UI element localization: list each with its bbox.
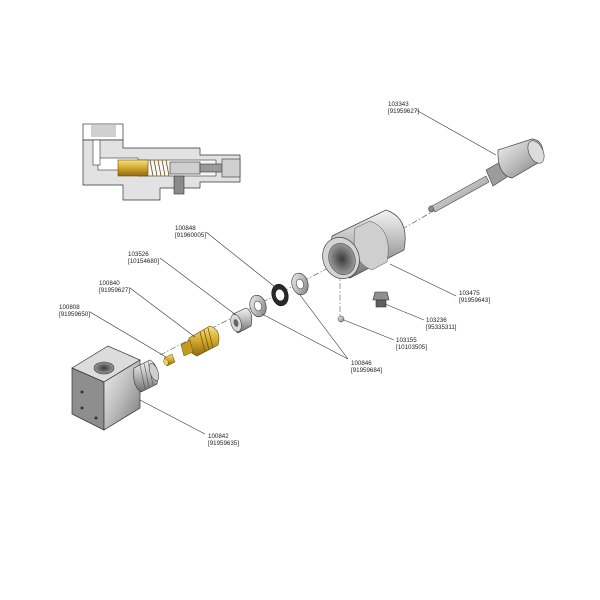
callout-reference: [10103505] [396,344,427,351]
callout-reference: [10154680] [128,258,159,265]
callout-part-number: 103155 [396,337,417,344]
callout-103236: 103236 [95335311] [426,317,457,331]
part-100846-washer-inner [249,294,267,318]
spring-coils [149,159,170,177]
callout-reference: [95335311] [426,324,457,331]
callout-part-number: 100842 [208,433,229,440]
part-100846-washer-outer [291,272,309,296]
part-103526-collar [230,307,253,334]
callout-reference: [91959627] [388,108,419,115]
callout-part-number: 103526 [128,251,149,258]
callout-100840: 100840 [91959627] [99,280,130,294]
section-hatch [91,125,116,137]
callout-part-number: 100840 [99,280,120,287]
part-103155-ball [337,315,345,323]
part-100848-oring [271,283,289,307]
callout-reference: [91959627] [99,287,130,294]
callout-part-number: 100846 [351,360,372,367]
callout-100842: 100842 [91959635] [208,433,239,447]
callout-reference: [91959643] [459,297,490,304]
part-103343-stem [428,138,545,213]
callout-reference: [91959635] [208,440,239,447]
leader-lines [89,109,497,435]
callout-part-number: 103236 [426,317,447,324]
callout-100848: 100848 [91960005] [175,225,206,239]
callout-part-number: 103475 [459,290,480,297]
callout-103475: 103475 [91959643] [459,290,490,304]
part-100842-block [71,345,160,431]
callout-reference: [91959650] [59,311,90,318]
assembly-axis [159,261,341,356]
callout-100846: 100846 [91959684] [351,360,382,374]
callout-part-number: 100808 [59,304,80,311]
callout-reference: [91960005] [175,232,206,239]
cross-section-inset [82,123,241,201]
callout-103155: 103155 [10103505] [396,337,427,351]
callout-part-number: 100848 [175,225,196,232]
part-103236-fitting [372,291,390,308]
callout-reference: [91959684] [351,367,382,374]
callout-103343: 103343 [91959627] [388,101,419,115]
callout-100808: 100808 [91959650] [59,304,90,318]
part-100808-brass-pin [163,353,176,367]
callout-part-number: 103343 [388,101,409,108]
part-100840-brass-body [180,325,220,357]
callout-103526: 103526 [10154680] [128,251,159,265]
part-103475-housing [322,209,406,280]
